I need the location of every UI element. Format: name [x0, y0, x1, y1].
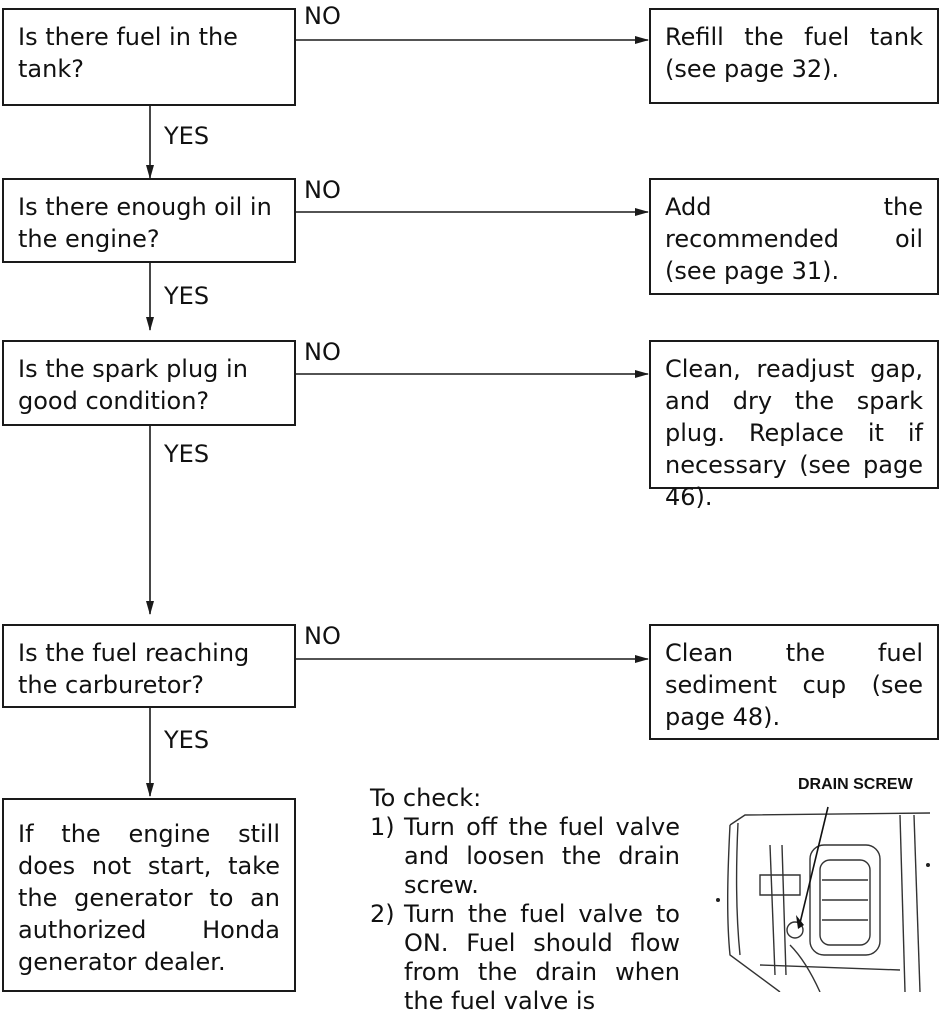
drain-screw-label: DRAIN SCREW — [798, 776, 913, 793]
check-step-number: 1) — [370, 813, 395, 841]
yes-label-3: YES — [164, 440, 210, 468]
check-step-1: 1) Turn off the fuel valve and loosen th… — [370, 813, 680, 900]
no-label-2: NO — [304, 176, 341, 204]
no-label-4: NO — [304, 622, 341, 650]
no-label-3: NO — [304, 338, 341, 366]
yes-label-4: YES — [164, 726, 210, 754]
yes-label-2: YES — [164, 282, 210, 310]
action-box-sediment-cup: Clean the fuel sediment cup (see page 48… — [649, 624, 939, 740]
final-box-dealer: If the engine still does not start, take… — [2, 798, 296, 992]
action-box-refill: Refill the fuel tank (see page 32). — [649, 8, 939, 104]
check-step-2: 2) Turn the fuel valve to ON. Fuel shoul… — [370, 900, 680, 1016]
action-box-spark-plug: Clean, readjust gap, and dry the spark p… — [649, 340, 939, 511]
no-label-1: NO — [304, 2, 341, 30]
check-step-text: Turn off the fuel valve and loosen the d… — [404, 813, 680, 899]
check-title: To check: — [370, 784, 482, 812]
drain-screw-illustration — [716, 806, 931, 992]
check-instructions: To check: 1) Turn off the fuel valve and… — [370, 784, 680, 1016]
check-step-text: Turn the fuel valve to ON. Fuel should f… — [404, 900, 680, 1015]
check-steps: 1) Turn off the fuel valve and loosen th… — [370, 813, 680, 1016]
action-box-add-oil: Add the recommended oil (see page 31). — [649, 178, 939, 295]
question-box-carburetor: Is the fuel reaching the carburetor? — [2, 624, 296, 708]
question-box-oil: Is there enough oil in the engine? — [2, 178, 296, 263]
check-step-number: 2) — [370, 900, 395, 928]
flowchart-connectors — [146, 36, 649, 797]
question-box-spark-plug: Is the spark plug in good condition? — [2, 340, 296, 426]
question-box-fuel: Is there fuel in the tank? — [2, 8, 296, 106]
yes-label-1: YES — [164, 122, 210, 150]
